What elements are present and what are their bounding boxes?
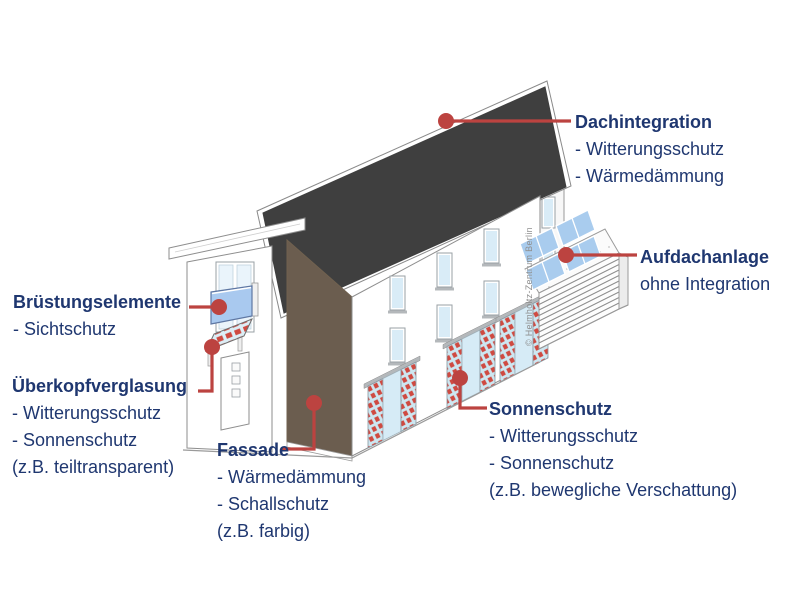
- label-line: - Sonnenschutz: [12, 430, 138, 450]
- callout-dots: [204, 113, 574, 411]
- ground-line: [182, 361, 541, 459]
- label-fassade: Fassade - Wärmedämmung - Schallschutz (z…: [217, 437, 366, 545]
- label-bruestungselemente: Brüstungselemente - Sichtschutz: [13, 289, 181, 343]
- callout-ueberkopfverglasung-dot: [204, 339, 220, 355]
- annex-aufdach: [519, 209, 629, 350]
- label-line: ohne Integration: [640, 274, 771, 294]
- label-dachintegration: Dachintegration - Witterungsschutz - Wär…: [575, 109, 724, 190]
- glass-door: [461, 329, 481, 402]
- window: [435, 252, 454, 291]
- label-line: (z.B. bewegliche Verschattung): [489, 480, 738, 500]
- callout-aufdachanlage-dot: [558, 247, 574, 263]
- roof-pv-panels: [262, 86, 567, 314]
- label-title: Aufdachanlage: [640, 247, 770, 267]
- label-title: Fassade: [217, 440, 290, 460]
- window: [482, 228, 501, 267]
- label-aufdachanlage: Aufdachanlage ohne Integration: [640, 244, 770, 298]
- copyright-text: © Helmholtz-Zentrum Berlin: [524, 227, 534, 346]
- glass-door: [382, 368, 402, 442]
- label-line: - Witterungsschutz: [12, 403, 162, 423]
- label-line: - Sonnenschutz: [489, 453, 615, 473]
- facade-windows: [388, 228, 501, 366]
- door-unit: [442, 316, 500, 410]
- label-sonnenschutz: Sonnenschutz - Witterungsschutz - Sonnen…: [489, 396, 737, 504]
- roof-pv-array: [256, 80, 572, 319]
- window: [388, 327, 407, 366]
- window: [435, 304, 454, 343]
- label-line: - Wärmedämmung: [575, 166, 725, 186]
- callout-bruestungselemente-dot: [211, 299, 227, 315]
- callout-fassade-line: [282, 403, 316, 451]
- callout-sonnenschutz-line: [458, 378, 487, 410]
- label-line: - Witterungsschutz: [575, 139, 725, 159]
- label-line: (z.B. farbig): [217, 521, 311, 541]
- louver-slats: [538, 258, 620, 344]
- window: [388, 275, 407, 314]
- callout-dachintegration-dot: [438, 113, 454, 129]
- label-line: - Sichtschutz: [13, 319, 117, 339]
- facade-orange-pv: [286, 238, 353, 462]
- label-line: (z.B. teiltransparent): [12, 457, 175, 477]
- label-title: Brüstungselemente: [13, 292, 182, 312]
- label-line: - Schallschutz: [217, 494, 330, 514]
- door-unit: [363, 355, 421, 449]
- label-line: - Wärmedämmung: [217, 467, 367, 487]
- pv-shutter: [479, 321, 496, 393]
- label-title: Dachintegration: [575, 112, 713, 132]
- callout-sonnenschutz-dot: [452, 370, 468, 386]
- entrance-door: [207, 333, 250, 431]
- pv-shutter: [367, 377, 384, 449]
- left-wing: [168, 217, 306, 453]
- pv-shutter: [499, 311, 516, 383]
- callout-ueberkopfverglasung-line: [198, 347, 214, 393]
- label-title: Sonnenschutz: [489, 399, 613, 419]
- window: [482, 280, 501, 319]
- label-line: - Witterungsschutz: [489, 426, 639, 446]
- callout-fassade-dot: [306, 395, 322, 411]
- facade-plinth: [286, 441, 353, 462]
- pv-shutter: [400, 361, 417, 433]
- annex-side-wall: [618, 252, 629, 310]
- label-ueberkopfverglasung: Überkopfverglasung - Witterungsschutz - …: [12, 373, 187, 481]
- label-title: Überkopfverglasung: [12, 376, 188, 396]
